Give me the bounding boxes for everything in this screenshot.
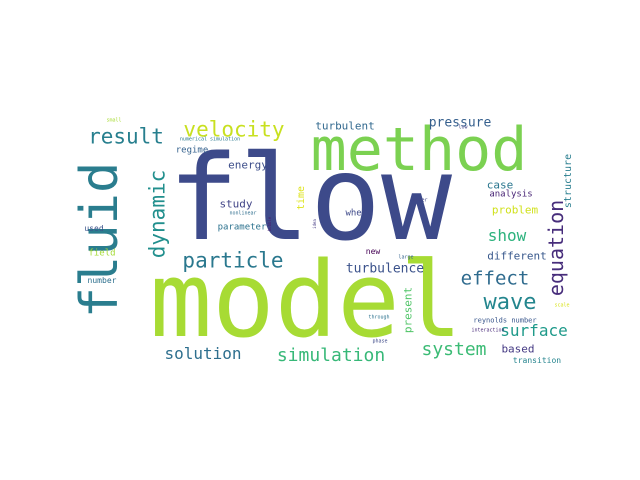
word-large: large (398, 254, 414, 261)
word-small: small (106, 117, 122, 124)
word-show: show (487, 226, 527, 245)
word-structure: structure (563, 153, 574, 209)
word-method: method (310, 115, 528, 185)
word-pressure: pressure (428, 115, 492, 131)
word-effect: effect (460, 267, 530, 290)
word-transition: transition (512, 356, 562, 365)
word-number: number (87, 276, 117, 285)
word-velocity: velocity (183, 117, 285, 142)
word-turbulence: turbulence (345, 261, 425, 277)
word-interaction: interaction (471, 327, 505, 334)
word-wave: wave (483, 290, 537, 315)
word-dynamic: dynamic (145, 169, 170, 259)
word-turbulent: turbulent (315, 119, 375, 133)
word-where: where (345, 208, 373, 219)
word-idea: idea (312, 219, 317, 229)
word-nonlinear: nonlinear (229, 210, 257, 217)
word-bubble: bubble (267, 216, 272, 232)
word-through: through (368, 314, 390, 321)
word-system: system (421, 339, 487, 360)
word-phase: phase (372, 338, 388, 345)
word-numerical-simulation: numerical simulation (179, 136, 241, 143)
word-parameter: parameter (217, 222, 267, 233)
word-flow: flow (167, 129, 453, 267)
word-simulation: simulation (276, 345, 386, 366)
word-used: used (84, 224, 104, 233)
word-field: field (88, 248, 116, 259)
word-problem: problem (491, 203, 539, 217)
word-time: time (296, 185, 307, 211)
word-case: case (486, 178, 514, 192)
word-analysis: analysis (489, 189, 533, 200)
word-order: order (412, 197, 428, 204)
word-low: low (458, 124, 468, 131)
word-present: present (401, 286, 415, 334)
word-study: study (219, 197, 253, 211)
word-scale: scale (554, 302, 570, 309)
word-solution: solution (164, 344, 242, 363)
word-reynolds-number: reynolds number (473, 316, 537, 325)
word-different: different (487, 249, 547, 263)
word-particle: particle (182, 248, 284, 273)
word-regime: regime (175, 145, 209, 156)
word-model: model (149, 239, 463, 361)
word-based: based (501, 342, 535, 356)
word-equation: equation (544, 199, 568, 297)
word-surface: surface (500, 321, 568, 340)
word-energy: energy (228, 158, 268, 172)
word-new: new (365, 247, 381, 256)
word-fluid: fluid (70, 161, 130, 319)
word-result: result (88, 124, 164, 149)
